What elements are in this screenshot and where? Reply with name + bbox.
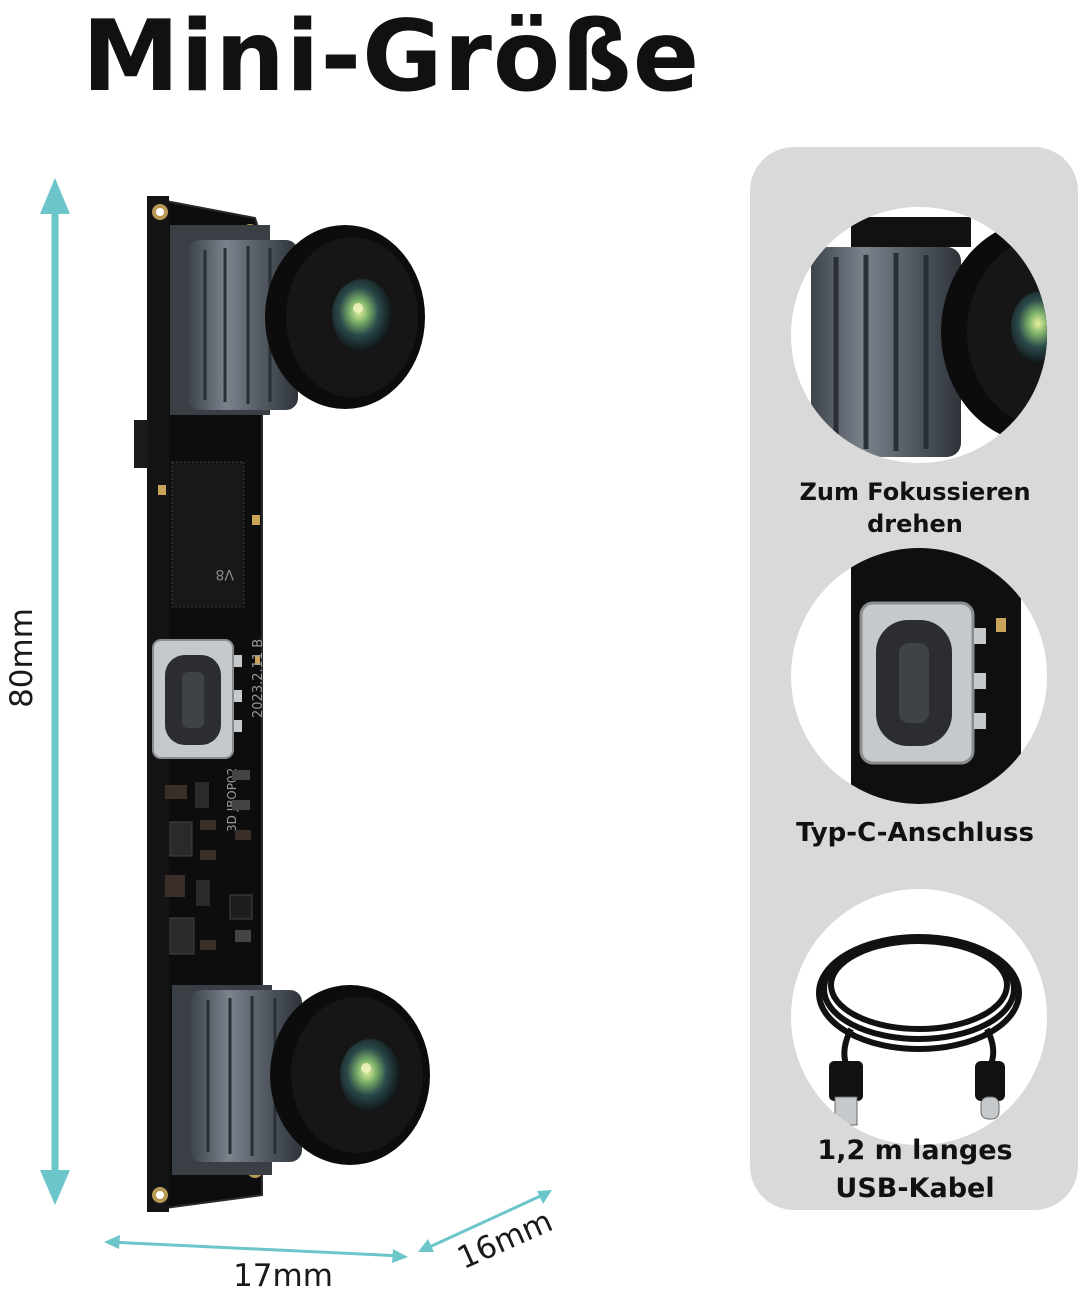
lens-closeup-icon	[791, 207, 1047, 463]
page-title: Mini-Größe	[82, 0, 701, 114]
height-dimension-arrow	[40, 178, 70, 1205]
depth-dimension-arrow	[418, 1190, 552, 1252]
chip-marking: V8	[216, 566, 234, 582]
width-dimension-arrow	[104, 1235, 408, 1263]
date-marking: 2023.2.11 B	[251, 639, 266, 718]
feature-label-usb-c: Typ-C-Anschluss	[796, 818, 1034, 848]
camera-board: V8 2023.2.11 B 3D JBOP02	[134, 196, 430, 1212]
height-dimension-label: 80mm	[4, 608, 40, 708]
usb-cable-icon	[791, 889, 1047, 1145]
usb-c-port-icon	[791, 548, 1047, 804]
width-dimension-label: 17mm	[233, 1258, 333, 1294]
model-marking: 3D JBOP02	[225, 768, 239, 832]
